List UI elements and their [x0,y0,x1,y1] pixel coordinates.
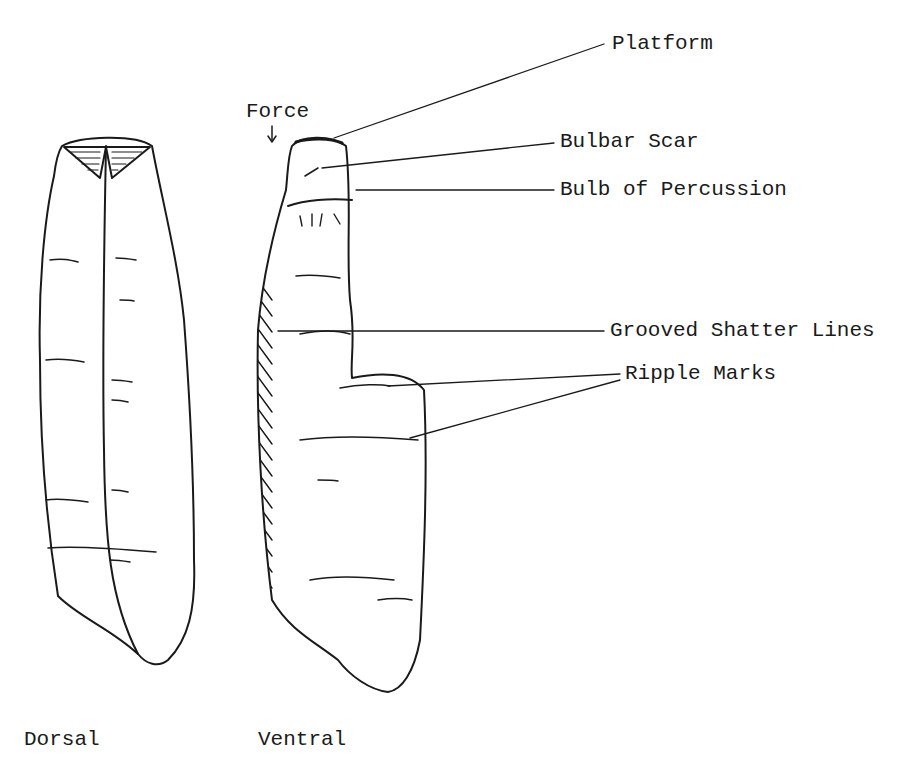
radial-fissures [300,214,340,226]
dorsal-ridge [103,146,138,654]
leader-lines [278,44,620,438]
ventral-ripples [296,275,418,600]
shatter-stroke [250,334,272,364]
shatter-stroke [250,462,272,492]
shatter-stroke [250,574,272,604]
force-arrow [271,126,273,140]
shatter-stroke [250,446,272,476]
shatter-stroke [250,542,272,572]
shatter-stroke [250,622,272,652]
part-label: Bulbar Scar [560,130,699,154]
shatter-stroke [250,478,272,508]
shatter-stroke [250,366,272,396]
part-label: Force [246,100,309,124]
platform-edge [296,139,342,143]
shatter-stroke [250,398,272,428]
dorsal-ripples [46,258,156,562]
part-label: Dorsal [24,728,100,752]
part-label: Ventral [258,728,346,752]
dorsal-flake-outline [40,138,195,665]
platform-facet [106,147,150,178]
shatter-stroke [250,510,272,540]
part-label: Ripple Marks [625,362,776,386]
shatter-stroke [250,670,272,700]
shatter-stroke [250,318,272,348]
shatter-stroke [250,270,272,300]
shatter-stroke [250,382,272,412]
shatter-stroke [250,414,272,444]
force-arrowhead [268,136,276,142]
bulbar-scar [305,168,318,176]
platform-facet [64,147,106,178]
part-label: Grooved Shatter Lines [610,319,875,343]
shatter-stroke [250,350,272,380]
shatter-stroke [250,638,272,668]
shatter-stroke [250,302,272,332]
part-label: Bulb of Percussion [560,178,787,202]
shatter-stroke [250,286,272,316]
shatter-stroke [250,526,272,556]
shatter-stroke [250,590,272,620]
shatter-stroke [250,430,272,460]
facet-hatching [70,152,142,170]
shatter-stroke [250,606,272,636]
shatter-stroke [250,654,272,684]
shatter-stroke [250,558,272,588]
ventral-flake-outline [258,138,426,692]
shatter-lines [250,270,272,700]
part-label: Platform [612,32,713,56]
bulb-of-percussion [288,199,352,206]
shatter-stroke [250,494,272,524]
